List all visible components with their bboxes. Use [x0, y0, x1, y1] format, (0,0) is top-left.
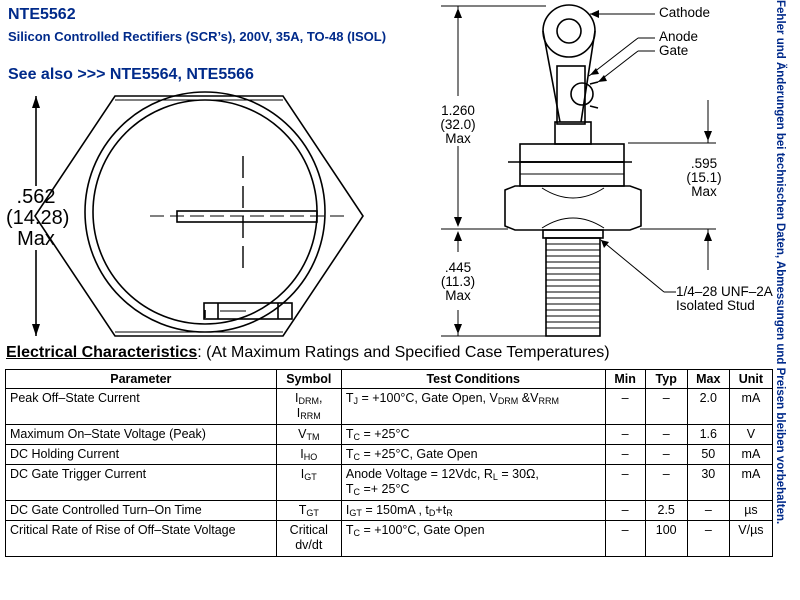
table-row: DC Gate Controlled Turn–On Time TGT IGT … — [5, 500, 774, 521]
typ-cell: – — [644, 444, 688, 465]
column-header: Typ — [644, 369, 688, 389]
min-cell: – — [604, 388, 646, 425]
symbol-cell: IGT — [275, 464, 342, 501]
stud-dimension: .445(11.3)Max — [440, 260, 476, 303]
table-row: DC Gate Trigger Current IGT Anode Voltag… — [5, 464, 774, 501]
unit-cell: mA — [728, 444, 774, 465]
package-drawing — [32, 4, 716, 337]
min-cell: – — [604, 520, 646, 557]
conditions-cell: TC = +25°C, Gate Open — [340, 444, 606, 465]
table-row: Maximum On–State Voltage (Peak) VTM TC =… — [5, 424, 774, 445]
unit-cell: V — [728, 424, 774, 445]
gate-label: Gate — [659, 43, 689, 58]
typ-cell: 100 — [644, 520, 688, 557]
typ-cell: – — [644, 464, 688, 501]
conditions-cell: TJ = +100°C, Gate Open, VDRM &VRRM — [340, 388, 606, 425]
typ-cell: – — [644, 388, 688, 425]
column-header: Symbol — [275, 369, 342, 389]
max-cell: 30 — [686, 464, 730, 501]
conditions-cell: Anode Voltage = 12Vdc, RL = 30Ω,TC =+ 25… — [340, 464, 606, 501]
table-row: DC Holding Current IHO TC = +25°C, Gate … — [5, 444, 774, 465]
symbol-cell: Critical dv/dt — [275, 520, 342, 557]
parameter-cell: DC Holding Current — [5, 444, 277, 465]
part-description: Silicon Controlled Rectifiers (SCR’s), 2… — [8, 29, 387, 44]
parameter-cell: DC Gate Trigger Current — [5, 464, 277, 501]
table-row: Peak Off–State Current IDRM,IRRM TJ = +1… — [5, 388, 774, 425]
see-also-link[interactable]: See also >>> NTE5564, NTE5566 — [8, 66, 254, 83]
typ-cell: 2.5 — [644, 500, 688, 521]
column-header: Test Conditions — [340, 369, 606, 389]
parameter-cell: Critical Rate of Rise of Off–State Volta… — [5, 520, 277, 557]
column-header: Unit — [728, 369, 774, 389]
min-cell: – — [604, 444, 646, 465]
parameter-cell: DC Gate Controlled Turn–On Time — [5, 500, 277, 521]
max-cell: – — [686, 520, 730, 557]
top-view — [32, 91, 364, 337]
max-cell: – — [686, 500, 730, 521]
table-row: Critical Rate of Rise of Off–State Volta… — [5, 520, 774, 557]
part-number: NTE5562 — [8, 6, 76, 23]
width-dimension: .562(14.28)Max — [6, 186, 70, 250]
unit-cell: mA — [728, 388, 774, 425]
unit-cell: V/µs — [728, 520, 774, 557]
column-header: Parameter — [5, 369, 277, 389]
symbol-cell: VTM — [275, 424, 342, 445]
min-cell: – — [604, 464, 646, 501]
column-header: Max — [686, 369, 730, 389]
unit-cell: mA — [728, 464, 774, 501]
height-dimension: 1.260(32.0)Max — [440, 103, 476, 146]
conditions-cell: IGT = 150mA , tD+tR — [340, 500, 606, 521]
conditions-cell: TC = +25°C — [340, 424, 606, 445]
table-header-row: Parameter Symbol Test Conditions Min Typ… — [5, 369, 774, 389]
symbol-cell: TGT — [275, 500, 342, 521]
parameter-cell: Peak Off–State Current — [5, 388, 277, 425]
min-cell: – — [604, 500, 646, 521]
max-cell: 2.0 — [686, 388, 730, 425]
column-header: Min — [604, 369, 646, 389]
unit-cell: µs — [728, 500, 774, 521]
min-cell: – — [604, 424, 646, 445]
max-cell: 1.6 — [686, 424, 730, 445]
hex-dimension: .595(15.1)Max — [686, 156, 722, 199]
typ-cell: – — [644, 424, 688, 445]
max-cell: 50 — [686, 444, 730, 465]
symbol-cell: IDRM,IRRM — [275, 388, 342, 425]
side-view — [441, 4, 716, 337]
electrical-characteristics-table: Parameter Symbol Test Conditions Min Typ… — [5, 369, 774, 557]
symbol-cell: IHO — [275, 444, 342, 465]
parameter-cell: Maximum On–State Voltage (Peak) — [5, 424, 277, 445]
electrical-characteristics-heading: Electrical Characteristics: (At Maximum … — [6, 344, 610, 361]
anode-label: Anode — [659, 29, 699, 44]
cathode-label: Cathode — [659, 5, 711, 20]
conditions-cell: TC = +100°C, Gate Open — [340, 520, 606, 557]
